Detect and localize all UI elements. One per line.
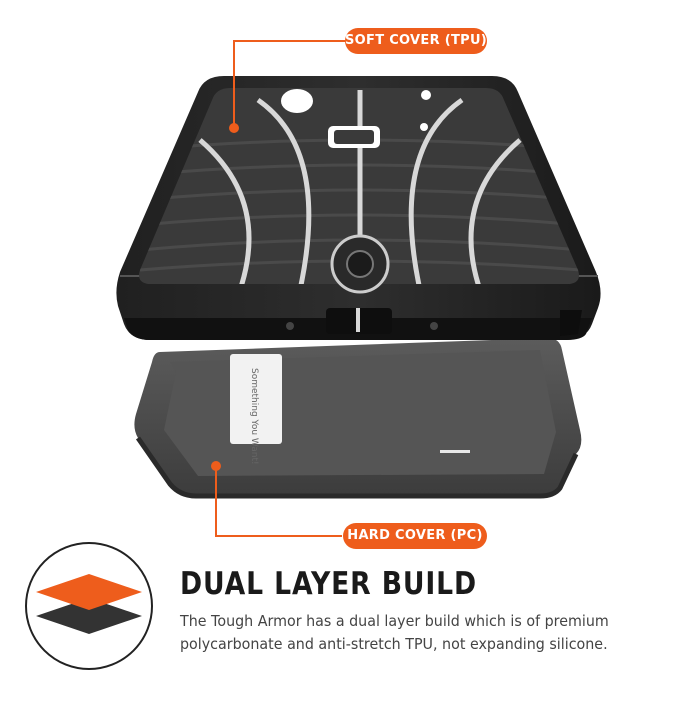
kickstand-text: Something You Want! [249, 368, 259, 465]
flash-hole [421, 90, 431, 100]
camera-cutout [281, 89, 313, 113]
soft-cover-tpu [116, 76, 601, 340]
hard-cover-dot [211, 461, 221, 471]
callout-lines [215, 40, 345, 537]
soft-cover-dot [229, 123, 239, 133]
description-line-2: polycarbonate and anti-stretch TPU, not … [180, 635, 608, 653]
feature-title: DUAL LAYER BUILD [180, 566, 478, 602]
kickstand-label: Something You Want! [230, 354, 282, 465]
hard-cover-pc: Something You Want! [134, 338, 582, 499]
description-line-1: The Tough Armor has a dual layer build w… [180, 612, 609, 630]
mic-hole [420, 123, 428, 131]
feature-description: The Tough Armor has a dual layer build w… [180, 610, 700, 656]
dual-layer-icon [25, 542, 153, 670]
soft-cover-callout: SOFT COVER (TPU) [345, 28, 487, 54]
hard-cover-callout: HARD COVER (PC) [343, 523, 487, 549]
pc-slot [440, 450, 470, 453]
